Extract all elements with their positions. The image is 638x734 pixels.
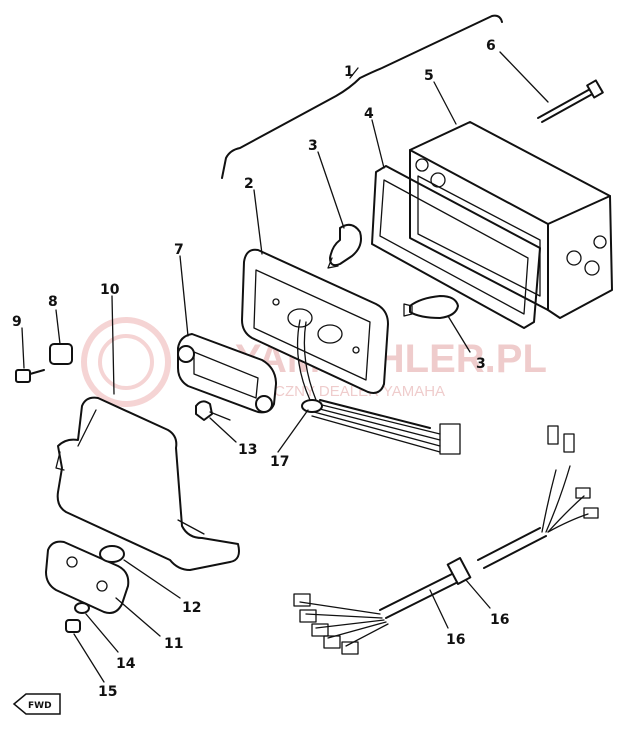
callout-15: 15 — [98, 684, 117, 700]
callout-17: 17 — [270, 454, 289, 470]
part-8-washer — [49, 343, 73, 365]
callout-9: 9 — [12, 314, 22, 330]
callout-5: 5 — [424, 68, 434, 84]
callout-7: 7 — [174, 242, 184, 258]
part-5-housing — [409, 121, 613, 319]
forward-arrow-icon — [12, 693, 61, 715]
callout-8: 8 — [48, 294, 58, 310]
callout-11: 11 — [164, 636, 183, 652]
callout-6: 6 — [486, 38, 496, 54]
callout-4: 4 — [364, 106, 374, 122]
watermark-logo-inner-icon — [98, 334, 154, 390]
callout-13: 13 — [238, 442, 257, 458]
part-6-screw — [537, 79, 604, 123]
callout-2: 2 — [244, 176, 254, 192]
part-13-screw — [195, 400, 231, 421]
part-10-bracket — [55, 396, 240, 571]
leader-lines — [21, 51, 549, 683]
part-14-washer — [74, 602, 90, 614]
watermark: YAMASHLER.PL ICZNY DEALER YAMAHA — [81, 317, 547, 407]
callout-1: 1 — [344, 64, 354, 80]
part-17-harness — [293, 425, 599, 655]
part-3-bulb-upper — [327, 223, 362, 269]
part-12-grommet — [99, 545, 125, 563]
direction-label: FWD — [28, 701, 52, 711]
callout-14: 14 — [116, 656, 136, 672]
part-15-nut — [65, 619, 81, 633]
direction-badge: FWD — [12, 693, 61, 715]
callout-16-left: 16 — [446, 632, 465, 648]
part-9-bolt — [15, 369, 45, 383]
callout-16-right: 16 — [490, 612, 509, 628]
callout-12: 12 — [182, 600, 201, 616]
callout-10: 10 — [100, 282, 120, 298]
part-2-lens — [241, 248, 389, 394]
callout-3-upper: 3 — [308, 138, 318, 154]
assembly-bracket-1 — [221, 14, 503, 179]
callout-3-lower: 3 — [476, 356, 486, 372]
part-3-bulb-lower — [403, 295, 459, 319]
part-4-gasket — [371, 165, 541, 329]
callout-labels: 1 2 3 3 4 5 6 7 8 9 10 11 12 13 14 15 16… — [12, 38, 509, 700]
watermark-logo-icon — [81, 317, 171, 407]
part-18-harness — [296, 319, 461, 455]
